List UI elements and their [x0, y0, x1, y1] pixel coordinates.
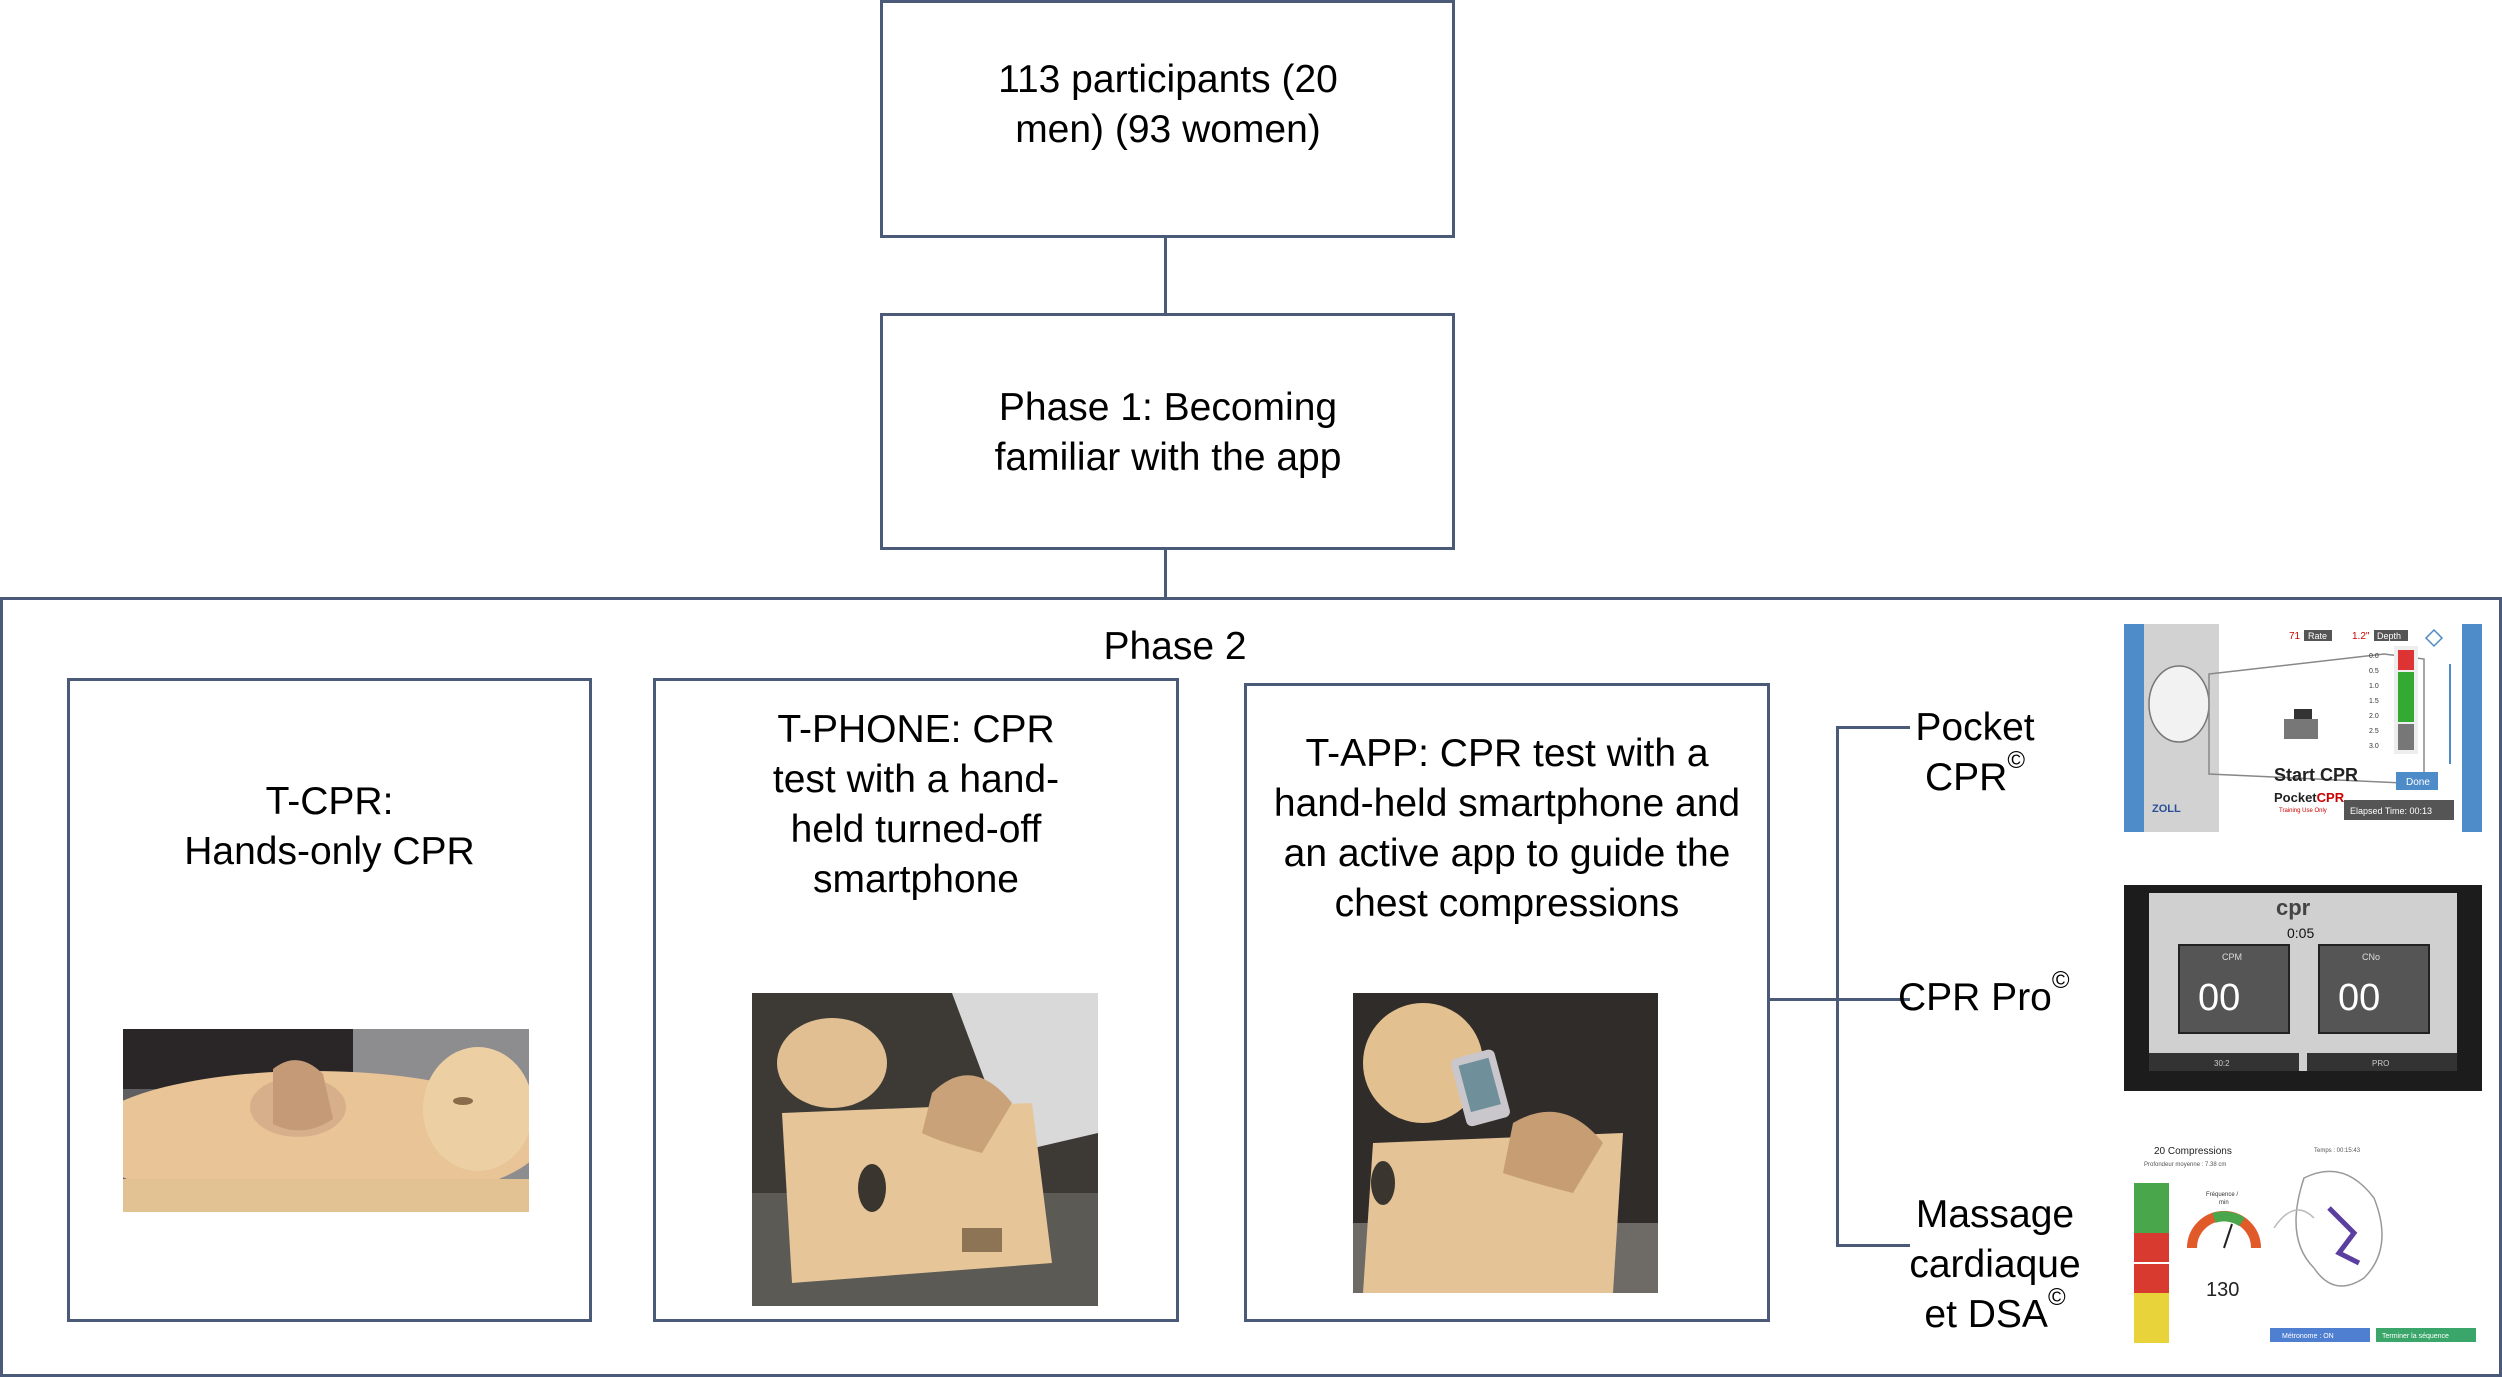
massage-title: 20 Compressions	[2154, 1146, 2232, 1157]
bracket-vertical	[1836, 726, 1839, 1246]
cprpro-btn-left: 30:2	[2214, 1059, 2230, 1068]
massage-name: et DSA	[1924, 1293, 2048, 1336]
pocketcpr-elapsed: Elapsed Time: 00:13	[2350, 806, 2432, 816]
copyright-mark: ©	[2007, 747, 2026, 774]
pocketcpr-depth-label: Depth	[2377, 631, 2401, 641]
cprpro-time: 0:05	[2287, 925, 2314, 941]
cprpro-cno-value: 00	[2338, 977, 2380, 1019]
pocketcpr-brand: PocketCPR	[2274, 790, 2345, 805]
copyright-mark: ©	[2051, 967, 2070, 994]
pocketcpr-depth-value: 1.2"	[2352, 631, 2370, 642]
app-label-pocketcpr: Pocket CPR©	[1880, 703, 2070, 803]
tcpr-title: T-CPR:	[265, 780, 394, 823]
cprpro-logo: cpr	[2276, 895, 2311, 920]
massage-screenshot: 20 Compressions Profondeur moyenne : 7.3…	[2124, 1138, 2482, 1350]
connector-top	[1164, 238, 1167, 313]
massage-btn-left: Métronome : ON	[2282, 1333, 2334, 1340]
depth-scale-4: 2.0	[2369, 713, 2379, 720]
massage-btn-right: Terminer la séquence	[2382, 1333, 2449, 1340]
cprpro-cpm-value: 00	[2198, 977, 2240, 1019]
phase1-text: Phase 1: Becoming familiar with the app	[994, 386, 1342, 479]
cprpro-cpm-label: CPM	[2222, 952, 2242, 962]
massage-time: Temps : 00:15:43	[2314, 1148, 2361, 1154]
pocketcpr-line1: Pocket	[1915, 706, 2035, 749]
connector-phase1	[1164, 550, 1167, 599]
cprpro-cno-label: CNo	[2362, 952, 2380, 962]
bracket-massage	[1836, 1244, 1910, 1247]
pocketcpr-screenshot: 71 Rate 1.2" Depth 0.0 0.5 1.0 1.5 2.0 2…	[2124, 624, 2482, 832]
massage-freq-value: 130	[2206, 1279, 2239, 1301]
pocketcpr-rate-label: Rate	[2308, 631, 2327, 641]
bracket-pocketcpr	[1836, 726, 1910, 729]
tapp-photo	[1353, 993, 1658, 1293]
depth-scale-1: 0.5	[2369, 668, 2379, 675]
cprpro-screenshot: cpr 0:05 CPM CNo 00 00 30:2 PRO	[2124, 885, 2482, 1091]
pocketcpr-zoll: ZOLL	[2152, 803, 2181, 815]
copyright-mark: ©	[2047, 1284, 2066, 1311]
tphone-text: T-PHONE: CPR test with a hand-held turne…	[772, 708, 1060, 901]
massage-line2: cardiaque	[1909, 1243, 2081, 1286]
bracket-cprpro	[1836, 998, 1910, 1001]
massage-freq-unit: min	[2219, 1200, 2229, 1206]
tcpr-photo	[123, 1029, 529, 1212]
participants-box: 113 participants (20 men) (93 women)	[880, 0, 1455, 238]
tphone-photo	[752, 993, 1098, 1306]
massage-subtitle: Profondeur moyenne : 7.38 cm	[2144, 1162, 2226, 1168]
pocketcpr-brand-sub: Training Use Only	[2279, 808, 2327, 814]
participants-text: 113 participants (20 men) (93 women)	[998, 58, 1338, 151]
pocketcpr-name: CPR	[1924, 756, 2008, 799]
connector-tapp	[1770, 998, 1838, 1001]
massage-freq-label: Fréquence /	[2206, 1192, 2238, 1198]
depth-scale-0: 0.0	[2369, 653, 2379, 660]
depth-scale-3: 1.5	[2369, 698, 2379, 705]
pocketcpr-start: Start CPR	[2274, 765, 2358, 785]
cprpro-name: CPR Pro	[1898, 976, 2052, 1019]
pocketcpr-line2: CPR©	[1880, 749, 2070, 803]
pocketcpr-done: Done	[2406, 777, 2430, 788]
app-label-massage: Massage cardiaque et DSA©	[1890, 1190, 2100, 1340]
pocketcpr-rate-value: 71	[2289, 631, 2301, 642]
tapp-text: T-APP: CPR test with a hand-held smartph…	[1273, 732, 1741, 925]
depth-scale-2: 1.0	[2369, 683, 2379, 690]
tcpr-box: T-CPR: Hands-only CPR	[67, 678, 592, 1322]
phase1-box: Phase 1: Becoming familiar with the app	[880, 313, 1455, 550]
massage-line1: Massage	[1915, 1193, 2075, 1236]
cprpro-btn-right: PRO	[2372, 1059, 2389, 1068]
depth-scale-5: 2.5	[2369, 728, 2379, 735]
app-label-cprpro: CPR Pro©	[1898, 969, 2098, 1023]
depth-scale-6: 3.0	[2369, 743, 2379, 750]
massage-line3: et DSA©	[1890, 1286, 2100, 1340]
tcpr-subtitle: Hands-only CPR	[184, 830, 475, 873]
phase2-title: Phase 2	[1103, 625, 1247, 668]
